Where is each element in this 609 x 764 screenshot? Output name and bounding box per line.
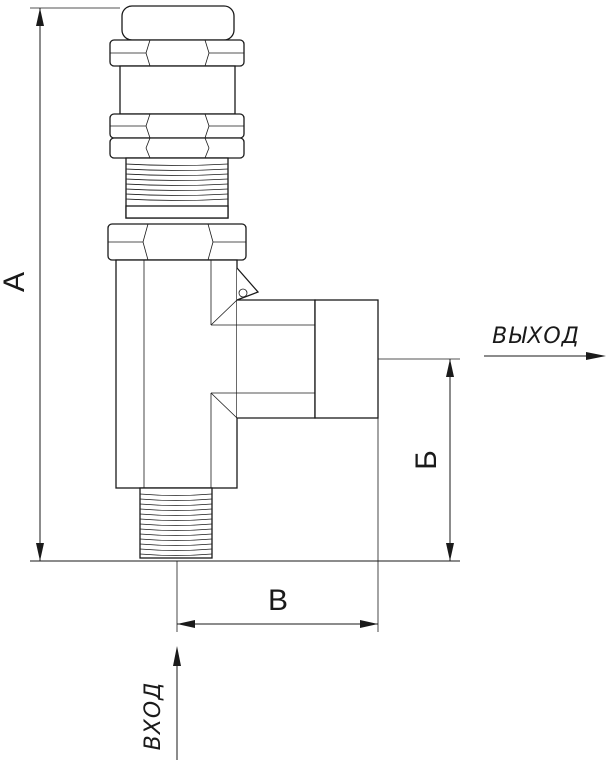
dimension-b-label: Б xyxy=(410,450,443,470)
thread-line xyxy=(139,528,213,531)
flow-arrows xyxy=(173,352,606,760)
inlet-nipple xyxy=(139,487,213,559)
thread-line xyxy=(139,498,213,501)
lower-lock-nut xyxy=(109,137,245,159)
thread-line xyxy=(139,538,213,541)
outlet-label: ВЫХОД xyxy=(492,324,580,349)
outlet-fitting xyxy=(314,299,379,419)
valve-body xyxy=(115,259,238,489)
threaded-spindle xyxy=(125,157,229,219)
thread-line xyxy=(125,163,229,166)
adjustment-sleeve xyxy=(119,65,236,115)
thread-line xyxy=(139,508,213,511)
dimension-lines xyxy=(30,7,460,632)
thread-line xyxy=(125,173,229,176)
thread-line xyxy=(125,183,229,186)
dimension-v-label: В xyxy=(268,584,288,617)
bonnet-nut xyxy=(107,223,247,261)
valve-assembly xyxy=(107,5,379,559)
inlet-label: ВХОД xyxy=(141,682,166,751)
thread-line xyxy=(125,193,229,196)
thread-line xyxy=(125,168,229,171)
thread-line xyxy=(139,493,213,496)
top-cap xyxy=(121,5,235,41)
thread-line xyxy=(139,543,213,546)
thread-line xyxy=(139,523,213,526)
thread-line xyxy=(139,513,213,516)
thread-line xyxy=(125,198,229,201)
thread-line xyxy=(139,503,213,506)
upper-lock-nut xyxy=(109,39,245,67)
outlet-branch xyxy=(210,267,316,419)
thread-line xyxy=(139,518,213,521)
middle-nut xyxy=(109,113,245,139)
thread-line xyxy=(125,178,229,181)
thread-line xyxy=(139,548,213,551)
thread-line xyxy=(139,553,213,556)
thread-line xyxy=(139,533,213,536)
dimension-a-label: А xyxy=(0,272,31,292)
thread-line xyxy=(125,188,229,191)
